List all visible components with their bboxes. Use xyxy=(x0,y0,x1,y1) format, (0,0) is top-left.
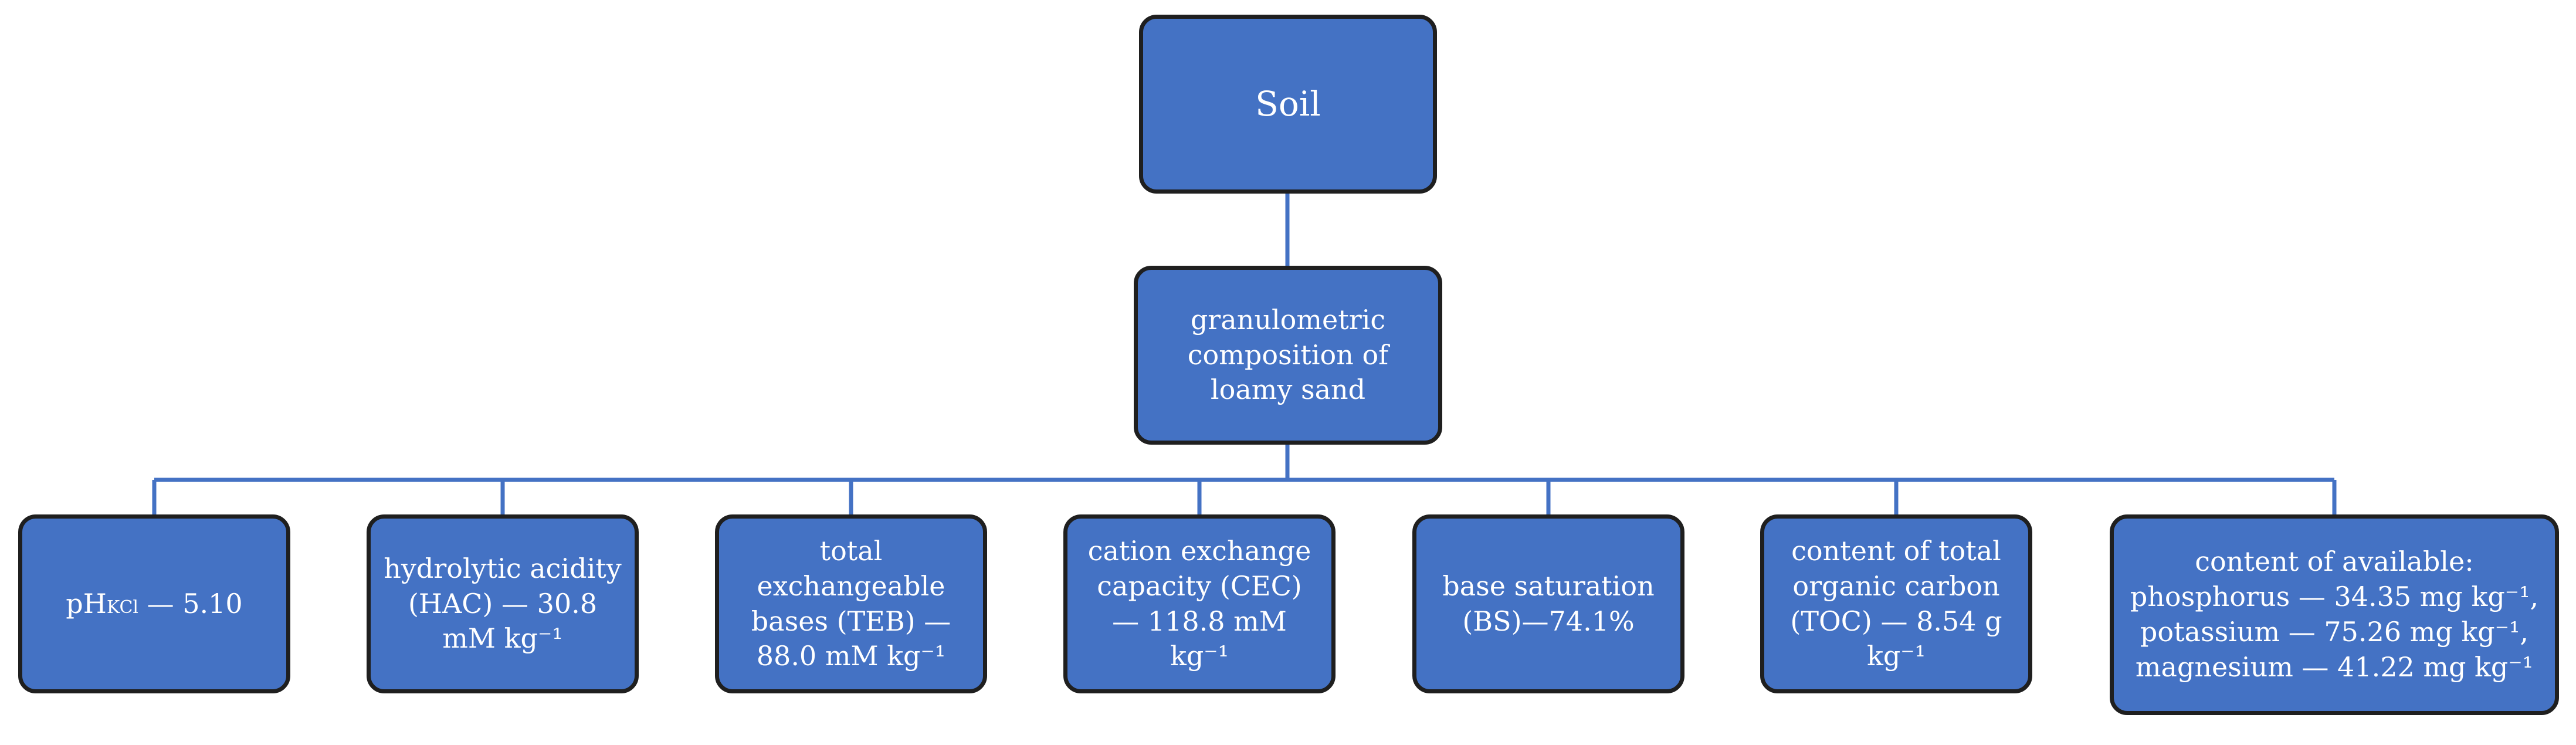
node-total-exchangeable-bases: total exchangeable bases (TEB) — 88.0 mM… xyxy=(715,514,987,693)
node-hac-label: hydrolytic acidity (HAC) — 30.8 mM kg⁻¹ xyxy=(384,552,622,655)
ph-value: — 5.10 xyxy=(138,587,243,619)
available-line-heading: content of available: xyxy=(2195,546,2474,578)
root-node-soil: Soil xyxy=(1139,15,1437,194)
available-line-phosphorus: phosphorus — 34.35 mg kg⁻¹, xyxy=(2130,581,2539,613)
node-base-saturation: base saturation (BS)—74.1% xyxy=(1412,514,1684,693)
node-granulometric-label: granulometric composition of loamy sand xyxy=(1187,303,1389,406)
node-available-nutrients: content of available: phosphorus — 34.35… xyxy=(2110,514,2559,715)
node-teb-label: total exchangeable bases (TEB) — 88.0 mM… xyxy=(751,534,951,672)
node-ph: pHKCl — 5.10 xyxy=(18,514,290,693)
node-available-label: content of available: phosphorus — 34.35… xyxy=(2130,544,2538,685)
node-total-organic-carbon: content of total organic carbon (TOC) — … xyxy=(1760,514,2032,693)
available-line-magnesium: magnesium — 41.22 mg kg⁻¹ xyxy=(2135,651,2534,683)
available-line-potassium: potassium — 75.26 mg kg⁻¹, xyxy=(2140,616,2529,648)
node-toc-label: content of total organic carbon (TOC) — … xyxy=(1790,534,2002,672)
root-node-label: Soil xyxy=(1255,83,1321,124)
node-ph-label: pHKCl — 5.10 xyxy=(66,587,242,622)
node-granulometric-composition: granulometric composition of loamy sand xyxy=(1134,266,1442,445)
node-cec-label: cation exchange capacity (CEC) — 118.8 m… xyxy=(1087,534,1311,672)
node-hydrolytic-acidity: hydrolytic acidity (HAC) — 30.8 mM kg⁻¹ xyxy=(367,514,639,693)
ph-subscript: KCl xyxy=(106,597,139,618)
node-cation-exchange-capacity: cation exchange capacity (CEC) — 118.8 m… xyxy=(1063,514,1336,693)
node-bs-label: base saturation (BS)—74.1% xyxy=(1442,570,1655,637)
ph-symbol: pH xyxy=(66,587,107,619)
